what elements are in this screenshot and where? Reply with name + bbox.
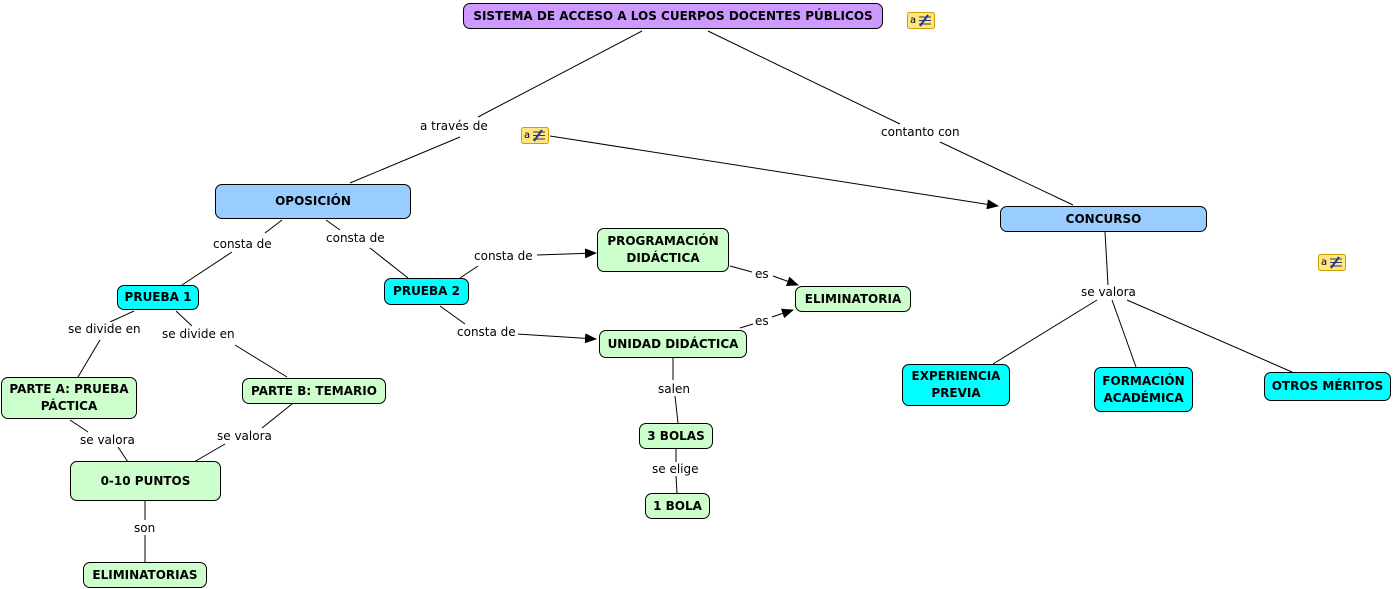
- concept-eliminatoria[interactable]: ELIMINATORIA: [795, 286, 911, 312]
- concept-programacion-didactica[interactable]: PROGRAMACIÓN DIDÁCTICA: [597, 228, 729, 272]
- concept-prueba-2[interactable]: PRUEBA 2: [384, 278, 469, 305]
- concept-root[interactable]: SISTEMA DE ACCESO A LOS CUERPOS DOCENTES…: [463, 3, 883, 29]
- link-label-se-divide-en: se divide en: [160, 327, 237, 341]
- concept-prueba-1[interactable]: PRUEBA 1: [117, 285, 199, 310]
- note-icon[interactable]: a: [521, 127, 549, 144]
- link-label-se-valora: se valora: [78, 433, 137, 447]
- link-label-consta-de: consta de: [211, 237, 274, 251]
- svg-text:a: a: [524, 130, 530, 141]
- concept-formacion-academica[interactable]: FORMACIÓN ACADÉMICA: [1094, 367, 1193, 412]
- svg-text:a: a: [910, 15, 916, 26]
- concept-concurso[interactable]: CONCURSO: [1000, 206, 1207, 232]
- link-label-salen: salen: [656, 382, 692, 396]
- concept-1-bola[interactable]: 1 BOLA: [645, 493, 710, 519]
- link-label-son: son: [132, 521, 158, 535]
- concept-3-bolas[interactable]: 3 BOLAS: [639, 423, 713, 449]
- note-icon[interactable]: a: [1318, 254, 1346, 271]
- link-label-se-divide-en: se divide en: [66, 322, 143, 336]
- link-label-se-valora: se valora: [1079, 285, 1138, 299]
- concept-oposicion[interactable]: OPOSICIÓN: [215, 184, 411, 219]
- link-label-consta-de: consta de: [455, 325, 518, 339]
- concept-experiencia-previa[interactable]: EXPERIENCIA PREVIA: [902, 364, 1010, 406]
- note-icon[interactable]: a: [907, 12, 935, 29]
- concept-parte-a[interactable]: PARTE A: PRUEBA PÁCTICA: [1, 377, 137, 419]
- concept-otros-meritos[interactable]: OTROS MÉRITOS: [1264, 372, 1391, 401]
- link-label-es: es: [753, 267, 771, 281]
- link-label-consta-de: consta de: [472, 249, 535, 263]
- concept-parte-b[interactable]: PARTE B: TEMARIO: [242, 378, 386, 404]
- link-label-a-traves-de: a través de: [418, 119, 490, 133]
- link-label-se-valora: se valora: [215, 429, 274, 443]
- svg-text:a: a: [1321, 257, 1327, 268]
- link-label-se-elige: se elige: [650, 462, 701, 476]
- link-label-consta-de: consta de: [324, 231, 387, 245]
- link-label-es: es: [753, 314, 771, 328]
- concept-eliminatorias[interactable]: ELIMINATORIAS: [83, 562, 207, 588]
- link-label-contanto-con: contanto con: [879, 125, 962, 139]
- concept-unidad-didactica[interactable]: UNIDAD DIDÁCTICA: [599, 330, 747, 358]
- concept-puntos[interactable]: 0-10 PUNTOS: [70, 461, 221, 501]
